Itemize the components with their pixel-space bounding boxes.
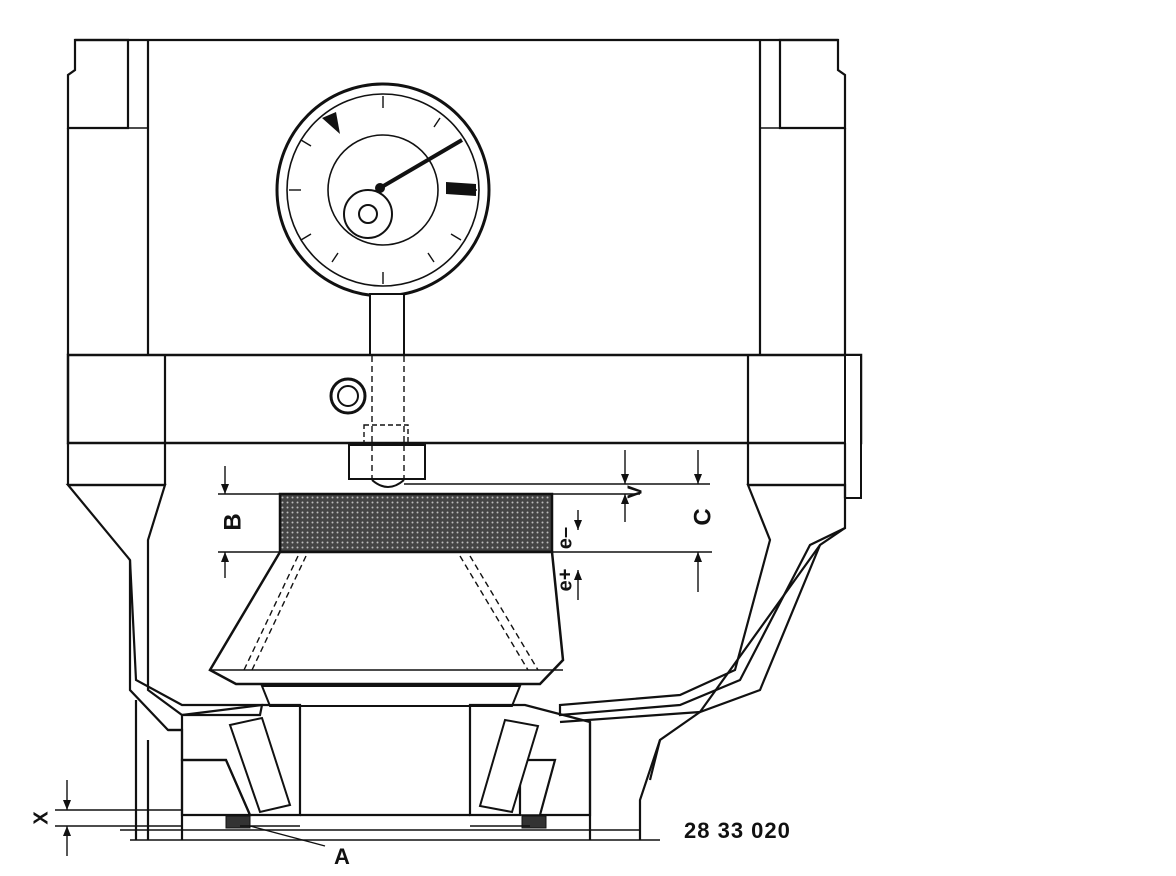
gauge-block xyxy=(278,492,554,554)
left-lower-wall xyxy=(65,483,264,717)
label-c: C xyxy=(689,508,716,525)
bearing-left xyxy=(180,703,302,829)
label-x: X xyxy=(30,811,52,825)
dimension-lines xyxy=(55,450,712,856)
bearing-right xyxy=(468,703,592,829)
right-lower-wall xyxy=(558,483,847,717)
label-v: V xyxy=(624,485,646,499)
label-e-plus: e+ xyxy=(554,569,576,592)
right-top-flange xyxy=(778,38,847,130)
label-e-minus: e– xyxy=(554,527,576,549)
left-top-flange xyxy=(66,38,130,130)
housing-bottom-line xyxy=(120,813,660,841)
measuring-bar xyxy=(66,353,863,499)
pinion-gear xyxy=(208,550,565,707)
label-a: A xyxy=(334,844,350,869)
label-b: B xyxy=(219,513,246,530)
dial-indicator-icon xyxy=(275,82,491,357)
figure-number: 28 33 020 xyxy=(684,818,791,843)
housing-upper xyxy=(66,38,847,355)
